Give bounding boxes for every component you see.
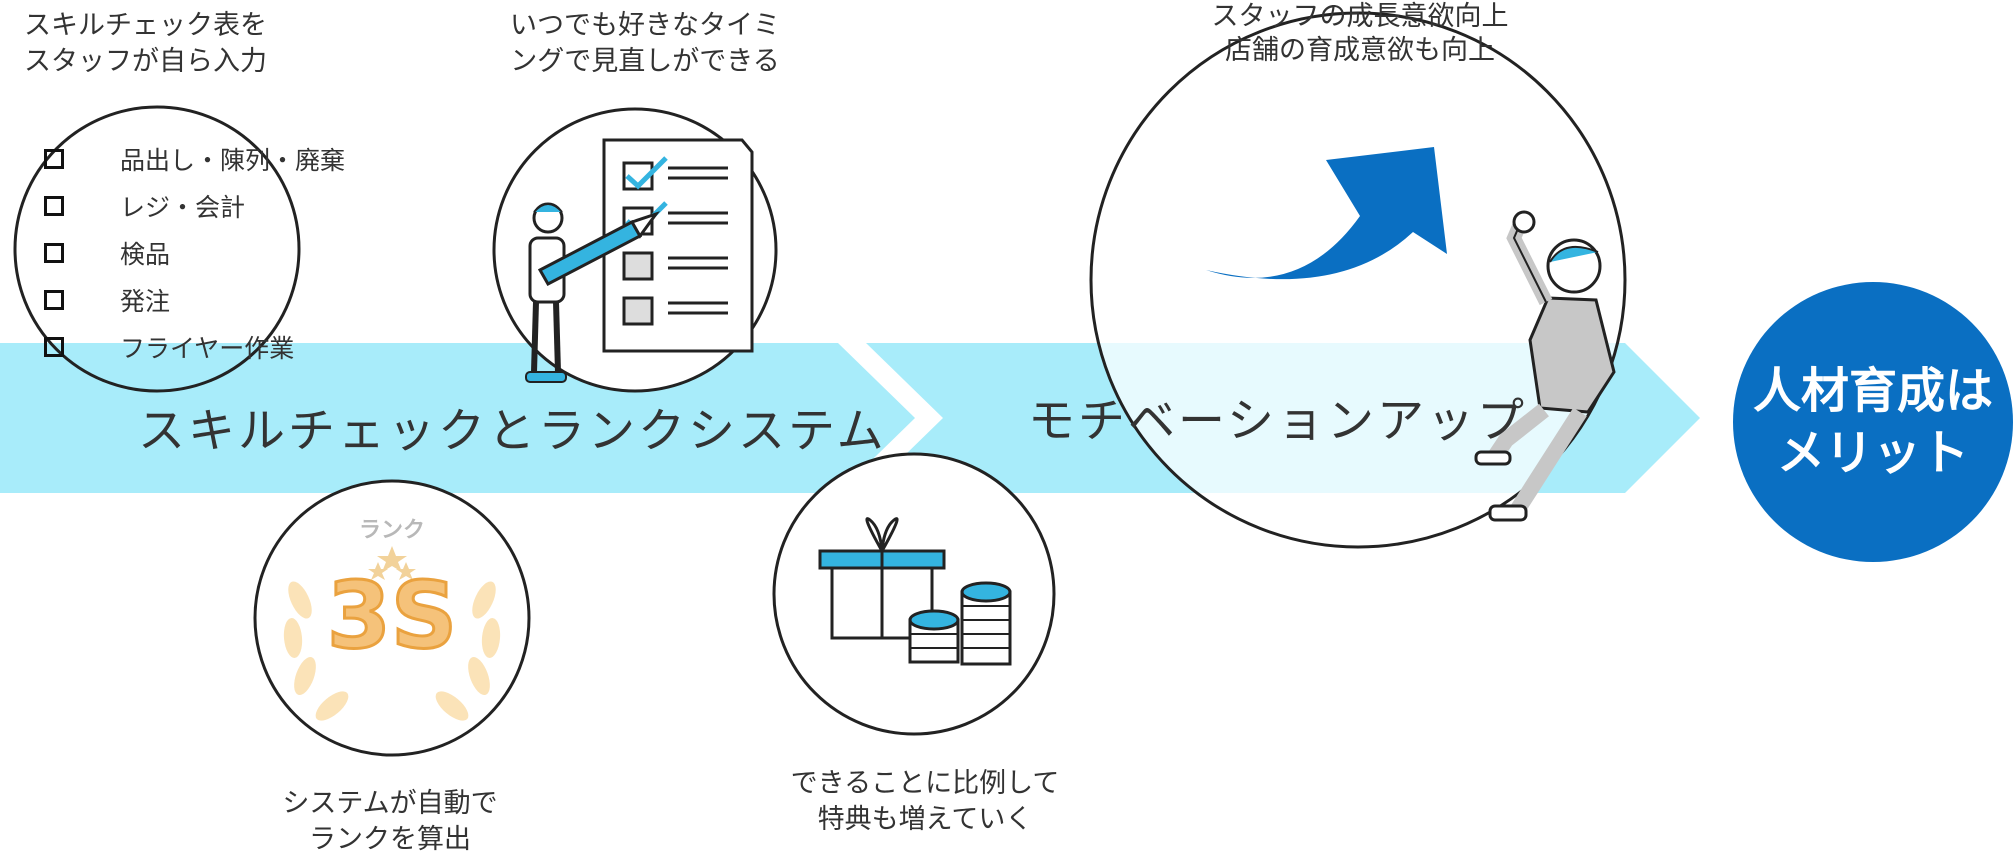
result-circle: 人材育成は メリット	[1733, 282, 2013, 562]
checkbox-icon	[44, 196, 64, 216]
caption-line: スキルチェック表を	[24, 10, 267, 41]
checklist-item: フライヤー作業	[44, 330, 294, 364]
growth-caption: スタッフの成長意欲向上 店舗の育成意欲も向上	[1160, 0, 1560, 68]
caption-line: ングで見直しができる	[510, 46, 780, 77]
checklist-item-label: 検品	[120, 240, 171, 269]
checklist-item-label: 発注	[120, 287, 171, 316]
rank-caption: システムが自動で ランクを算出	[240, 786, 540, 858]
gift-box-icon	[818, 517, 946, 640]
cheering-person-icon	[1474, 210, 1616, 522]
caption-line: いつでも好きなタイミ	[510, 10, 780, 41]
growth-arrow-icon	[1206, 147, 1447, 280]
reward-caption: できることに比例して 特典も増えていく	[760, 766, 1090, 838]
checklist-icon	[602, 138, 754, 353]
checklist-item: 品出し・陳列・廃棄	[44, 142, 345, 176]
skill-check-circle	[13, 105, 301, 393]
rank-badge-value: 3S	[325, 562, 458, 669]
rank-circle	[253, 479, 531, 757]
caption-line: 店舗の育成意欲も向上	[1225, 35, 1495, 66]
result-line: メリット	[1776, 425, 1969, 481]
result-line: 人材育成は	[1752, 363, 1993, 419]
checkbox-icon	[44, 149, 64, 169]
laurel-icon	[283, 581, 501, 721]
checkbox-icon	[44, 290, 64, 310]
checklist-item: レジ・会計	[44, 189, 245, 223]
checklist-item: 検品	[44, 236, 170, 270]
checklist-item: 発注	[44, 283, 170, 317]
band-left-label: スキルチェックとランクシステム	[138, 404, 887, 459]
checkbox-icon	[44, 337, 64, 357]
band-right-label: モチベーションアップ	[1028, 394, 1528, 449]
checkbox-icon	[44, 243, 64, 263]
caption-line: スタッフが自ら入力	[24, 46, 267, 77]
caption-line: システムが自動で	[282, 788, 498, 819]
caption-line: できることに比例して	[790, 768, 1060, 799]
caption-line: スタッフの成長意欲向上	[1211, 1, 1509, 32]
star-icon	[368, 546, 416, 580]
rank-badge-title: ランク	[358, 518, 425, 543]
coin-stack-icon	[908, 581, 1012, 666]
review-caption: いつでも好きなタイミ ングで見直しができる	[490, 8, 800, 80]
checklist-item-label: フライヤー作業	[120, 334, 295, 363]
skill-check-caption: スキルチェック表を スタッフが自ら入力	[24, 8, 267, 80]
caption-line: 特典も増えていく	[817, 804, 1033, 835]
person-with-pen-icon	[525, 202, 660, 383]
checklist-item-label: レジ・会計	[120, 193, 246, 222]
growth-circle	[1089, 11, 1627, 549]
caption-line: ランクを算出	[309, 824, 471, 855]
checklist-item-label: 品出し・陳列・廃棄	[120, 146, 346, 175]
